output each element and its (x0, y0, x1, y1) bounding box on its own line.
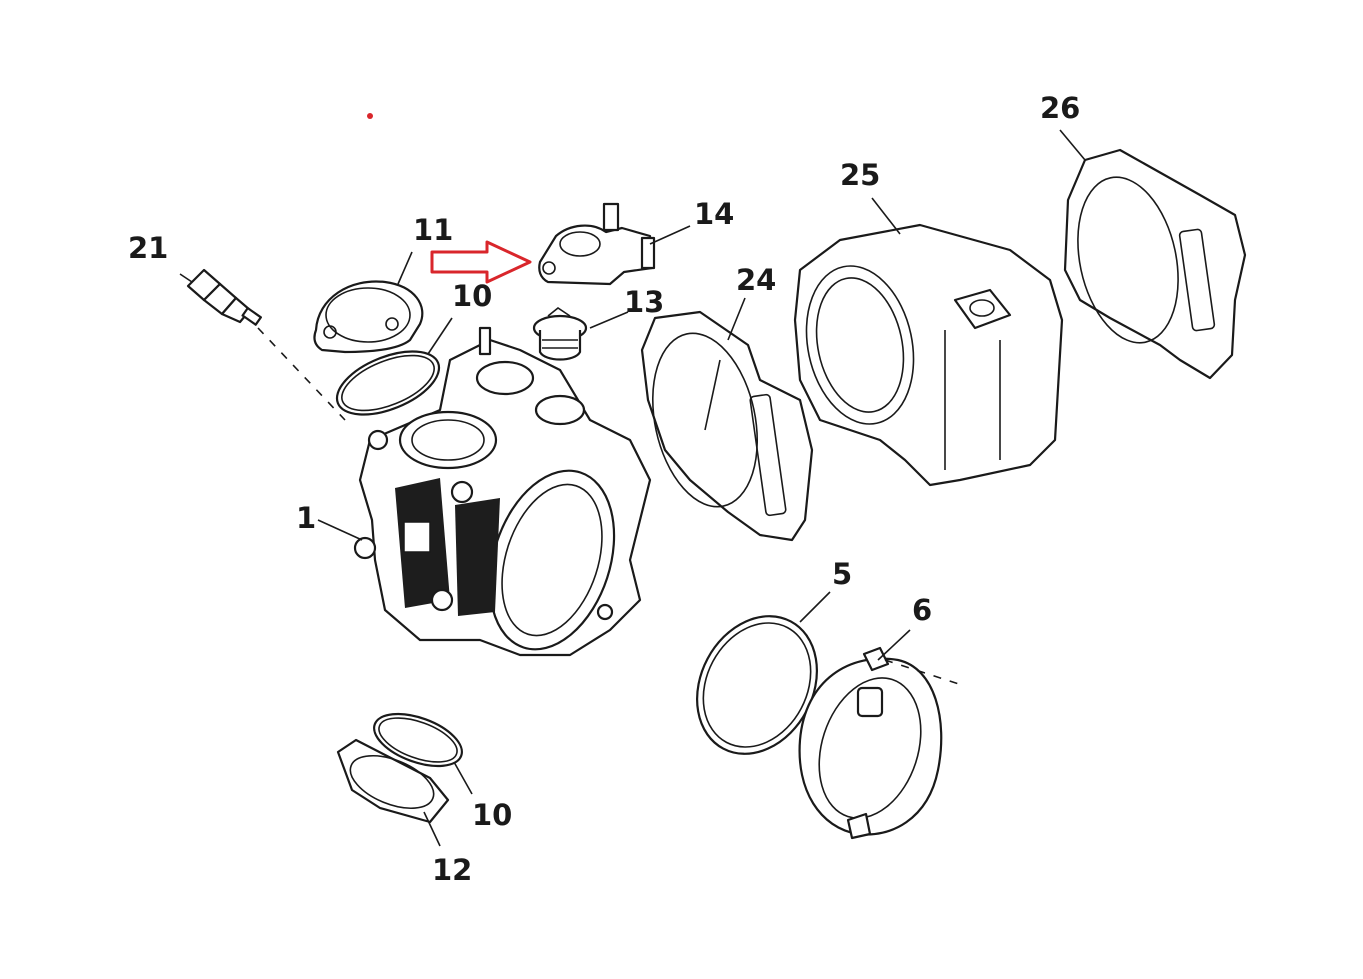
callout-25: 25 (840, 158, 880, 192)
red-marker-dot (367, 113, 373, 119)
part-14-thermostat-housing (538, 202, 656, 286)
part-5-o-ring (696, 615, 818, 755)
callout-10-lower: 10 (472, 798, 512, 832)
part-26-base-gasket (1063, 148, 1247, 380)
part-10-lower-o-ring (373, 712, 463, 768)
part-6-cover (798, 646, 966, 840)
part-10-upper-o-ring (335, 350, 441, 416)
part-25-cylinder (793, 223, 1064, 487)
part-13-thermostat (532, 307, 588, 361)
callout-21: 21 (128, 231, 168, 265)
callout-1: 1 (296, 501, 316, 535)
part-12-cover-plate (336, 738, 450, 824)
callout-6: 6 (912, 593, 932, 627)
callout-12: 12 (432, 853, 472, 887)
part-1-cylinder-head (353, 326, 652, 657)
part-11-thermostat-cover (313, 280, 424, 354)
part-21-temperature-sensor (186, 268, 346, 421)
leader-lines (179, 129, 1086, 847)
callout-11: 11 (413, 213, 453, 247)
callout-10-upper: 10 (452, 279, 492, 313)
callout-5: 5 (832, 557, 852, 591)
callout-26: 26 (1040, 91, 1080, 125)
callout-13: 13 (624, 285, 664, 319)
callout-24: 24 (736, 263, 776, 297)
highlight-arrow (430, 240, 532, 284)
part-24-head-gasket (640, 310, 814, 542)
callout-14: 14 (694, 197, 734, 231)
